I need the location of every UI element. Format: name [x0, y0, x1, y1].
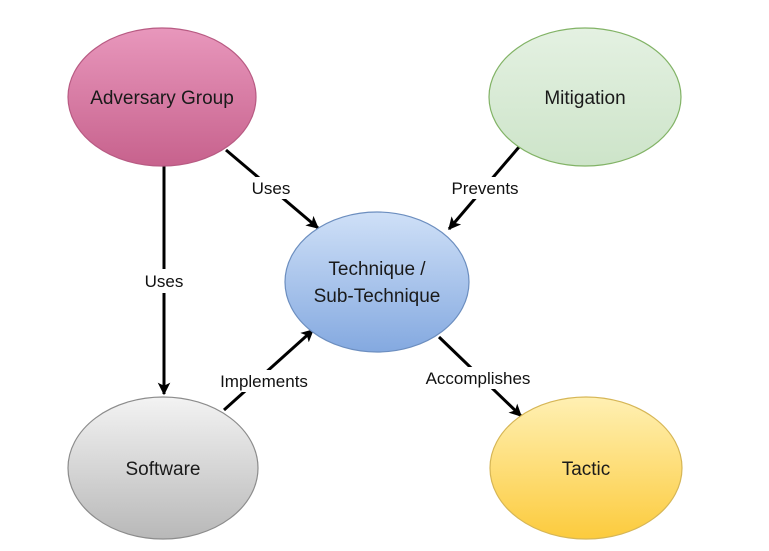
edge-label-accomplishes: Accomplishes: [426, 369, 531, 388]
node-technique[interactable]: Technique / Sub-Technique: [284, 211, 470, 353]
node-adversary-group[interactable]: Adversary Group: [67, 27, 257, 167]
edge-label-uses-software: Uses: [145, 272, 184, 291]
node-technique-label-line1: Technique /: [328, 259, 426, 280]
node-technique-shape: [284, 211, 470, 353]
node-adversary-group-shape: [67, 27, 257, 167]
edge-mitigation-prevents-technique: Prevents: [440, 146, 530, 230]
edge-label-bg: [205, 370, 323, 392]
edge-group-uses-technique: Uses: [225, 148, 319, 230]
edge-label-bg: [245, 177, 299, 199]
node-adversary-group-label: Adversary Group: [90, 88, 234, 109]
node-tactic[interactable]: Tactic: [489, 396, 683, 540]
edge-label-bg: [408, 367, 548, 389]
node-mitigation[interactable]: Mitigation: [488, 27, 682, 167]
node-software[interactable]: Software: [67, 396, 259, 540]
edge-software-implements-technique: Implements: [205, 328, 323, 412]
node-tactic-label: Tactic: [562, 459, 611, 480]
node-software-shape: [67, 396, 259, 540]
edge-label-bg: [136, 269, 192, 293]
node-software-label: Software: [126, 459, 201, 480]
edge-label-uses-technique: Uses: [252, 179, 291, 198]
edge-technique-accomplishes-tactic: Accomplishes: [408, 335, 548, 418]
node-technique-label-line2: Sub-Technique: [314, 286, 441, 307]
edge-label-prevents: Prevents: [451, 179, 518, 198]
edge-group-uses-software: Uses: [136, 166, 192, 396]
node-mitigation-label: Mitigation: [544, 88, 625, 109]
node-mitigation-shape: [488, 27, 682, 167]
edge-label-bg: [440, 177, 530, 199]
edge-label-implements: Implements: [220, 372, 308, 391]
node-tactic-shape: [489, 396, 683, 540]
